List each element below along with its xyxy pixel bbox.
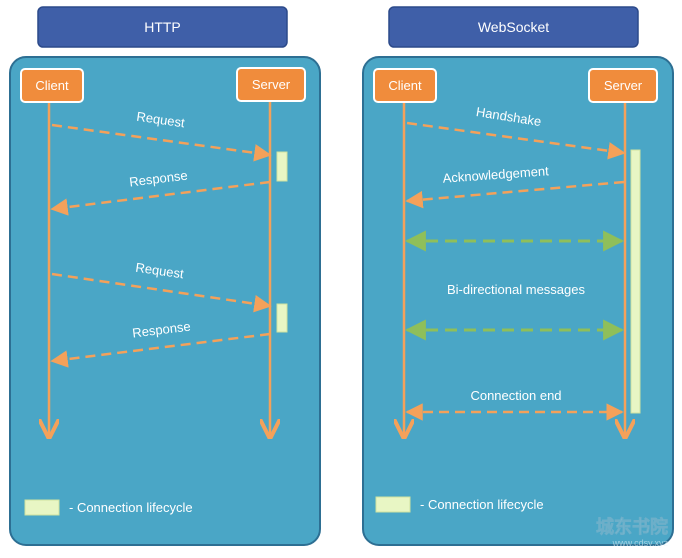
http-client-box xyxy=(20,68,84,103)
http-lifecycle-bar-2 xyxy=(276,303,288,333)
http-legend-label: - Connection lifecycle xyxy=(69,500,193,515)
websocket-panel: WebSocket Client Server Handshake Acknow… xyxy=(362,6,674,546)
ws-title-box xyxy=(388,6,639,48)
ws-server-box xyxy=(588,68,658,103)
http-response-arrow-1 xyxy=(50,180,271,216)
http-title: HTTP xyxy=(144,19,181,35)
ws-lifecycle-bar xyxy=(630,149,641,414)
ws-handshake-arrow xyxy=(406,121,626,160)
ws-client-box xyxy=(373,68,437,103)
ws-server-label: Server xyxy=(604,78,643,93)
watermark-url: www.cdsy.xyz xyxy=(612,538,669,548)
ws-legend-swatch xyxy=(375,496,411,513)
watermark: 城东书院 www.cdsy.xyz xyxy=(596,516,669,548)
http-title-box xyxy=(37,6,288,48)
ws-legend-label: - Connection lifecycle xyxy=(420,497,544,512)
ws-ack-arrow xyxy=(405,180,625,209)
http-response-arrow-2 xyxy=(50,332,271,368)
http-server-label: Server xyxy=(252,77,291,92)
http-request-arrow-2 xyxy=(51,272,272,313)
ws-client-label: Client xyxy=(388,78,422,93)
http-request-arrow-1 xyxy=(51,123,272,162)
http-panel: HTTP Client Server Request Response Requ… xyxy=(9,6,321,546)
ws-panel-bg xyxy=(362,56,674,546)
ws-title: WebSocket xyxy=(478,19,549,35)
ws-connection-end-label: Connection end xyxy=(470,388,561,403)
ws-ack-label: Acknowledgement xyxy=(442,163,549,185)
ws-bidirectional-label: Bi-directional messages xyxy=(447,282,586,297)
http-legend-swatch xyxy=(24,499,60,516)
http-response-label-2: Response xyxy=(131,319,191,341)
http-request-label-2: Request xyxy=(135,260,185,282)
http-panel-bg xyxy=(9,56,321,546)
http-client-label: Client xyxy=(35,78,69,93)
watermark-text: 城东书院 xyxy=(596,516,668,537)
http-request-label-1: Request xyxy=(136,109,186,131)
http-server-box xyxy=(236,67,306,102)
http-response-label-1: Response xyxy=(128,168,188,190)
http-lifecycle-bar-1 xyxy=(276,151,288,182)
